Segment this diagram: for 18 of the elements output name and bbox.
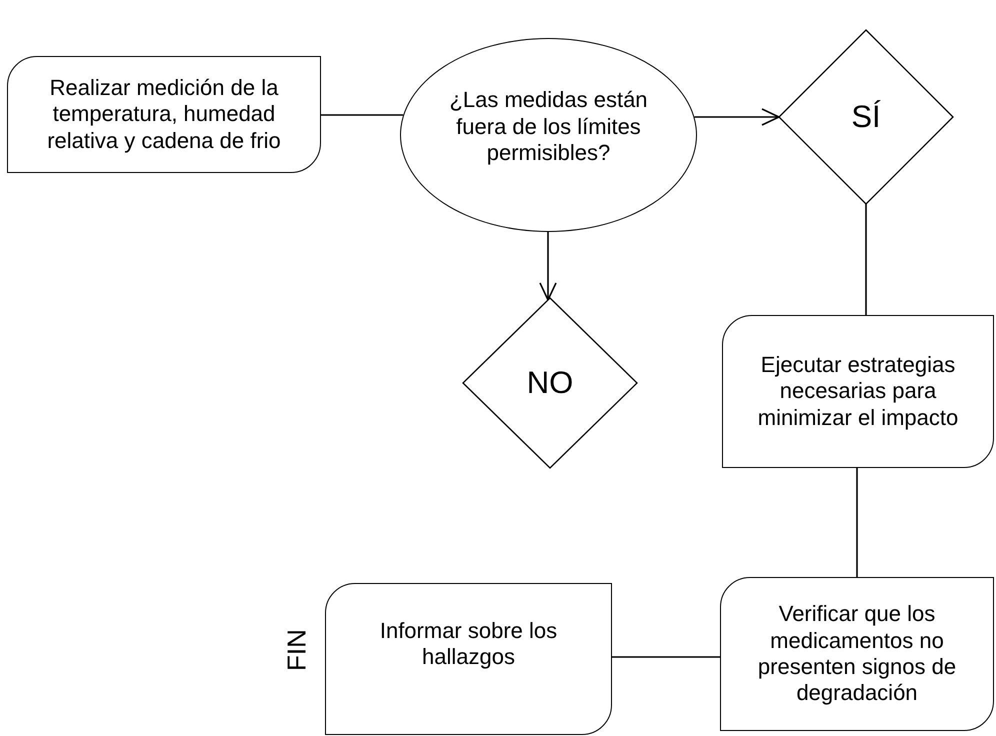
arrow [694,108,780,126]
connector-line [321,114,404,116]
node-text: Ejecutar estrategias necesarias para minimizar el impacto [756,352,960,432]
connector-line [856,468,858,577]
connector-line [865,204,867,315]
process-box [7,56,321,173]
node-text: ¿Las medidas están fuera de los límites permisibles? [448,87,649,167]
process-box [325,583,612,735]
connector-line [612,656,720,658]
process-box [720,577,994,731]
node-text: NO [526,364,574,402]
node-text: SÍ [851,98,881,136]
node-text: Informar sobre los hallazgos [378,618,558,670]
node-text: Verificar que los medicamentos no presenten signos de degradación [756,601,958,707]
arrow [539,232,557,301]
node-text: Realizar medición de la temperatura, humedad relativa y cadena de frio [46,74,282,154]
end-label: FIN [282,629,312,671]
process-box [722,315,994,468]
